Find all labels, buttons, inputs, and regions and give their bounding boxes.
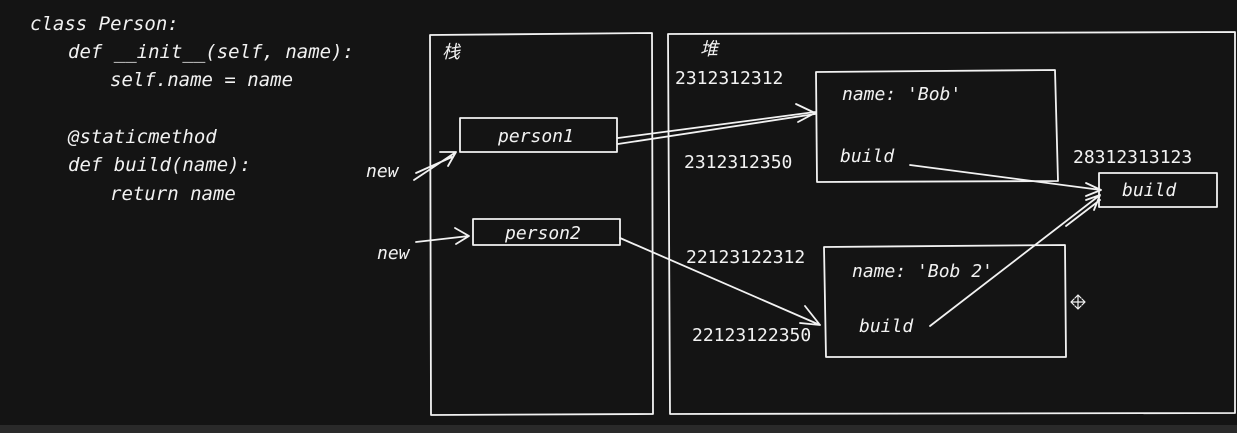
heap-address-obj1: 2312312312 (675, 68, 783, 89)
stack-frame: 栈 person1 person2 (429, 32, 654, 416)
bottom-bar (0, 425, 1237, 433)
heap-box-obj1 (815, 69, 1059, 183)
move-icon (1070, 294, 1086, 310)
code-line-class: class Person: (30, 13, 179, 35)
stack-label-person2: person2 (504, 223, 581, 244)
ref-arrow-person1 (617, 103, 816, 145)
shared-method-address: 28312313123 (1073, 147, 1192, 168)
code-line-build: def build(name): (68, 154, 251, 176)
code-line-init: def __init__(self, name): (68, 41, 354, 63)
heap-method-address-obj2: 22123122350 (692, 325, 811, 346)
heap-name-obj1: name: 'Bob' (842, 84, 961, 105)
method-arrow-obj2 (929, 194, 1101, 327)
method-arrow-obj1 (909, 164, 1102, 197)
new-label-2: new (377, 243, 411, 264)
shared-method-label: build (1122, 180, 1177, 201)
heap-box-obj2 (823, 244, 1067, 358)
heap-frame: 堆 2312312312 name: 'Bob' 2312312350 buil… (667, 31, 1236, 415)
heap-title: 堆 (700, 39, 720, 60)
new-label-1: new (366, 161, 400, 182)
heap-method-obj2: build (859, 316, 914, 337)
stack-title: 栈 (442, 42, 461, 63)
heap-border (667, 31, 1236, 415)
code-line-decorator: @staticmethod (67, 126, 217, 148)
stack-box-person1 (459, 117, 618, 153)
code-line-return: return name (110, 183, 236, 205)
code-block: class Person: def __init__(self, name): … (30, 13, 354, 205)
new-arrow-2 (415, 227, 470, 245)
heap-method-obj1: build (840, 146, 895, 167)
ref-arrow-person2 (619, 237, 821, 326)
new-arrow-1 (413, 151, 457, 181)
heap-name-obj2: name: 'Bob 2' (852, 261, 993, 282)
code-line-assign: self.name = name (110, 69, 293, 91)
stack-box-person2 (472, 218, 621, 246)
heap-method-address-obj1: 2312312350 (684, 152, 792, 173)
stack-label-person1: person1 (497, 126, 574, 147)
heap-address-obj2: 22123122312 (686, 247, 805, 268)
stack-border (429, 32, 654, 416)
